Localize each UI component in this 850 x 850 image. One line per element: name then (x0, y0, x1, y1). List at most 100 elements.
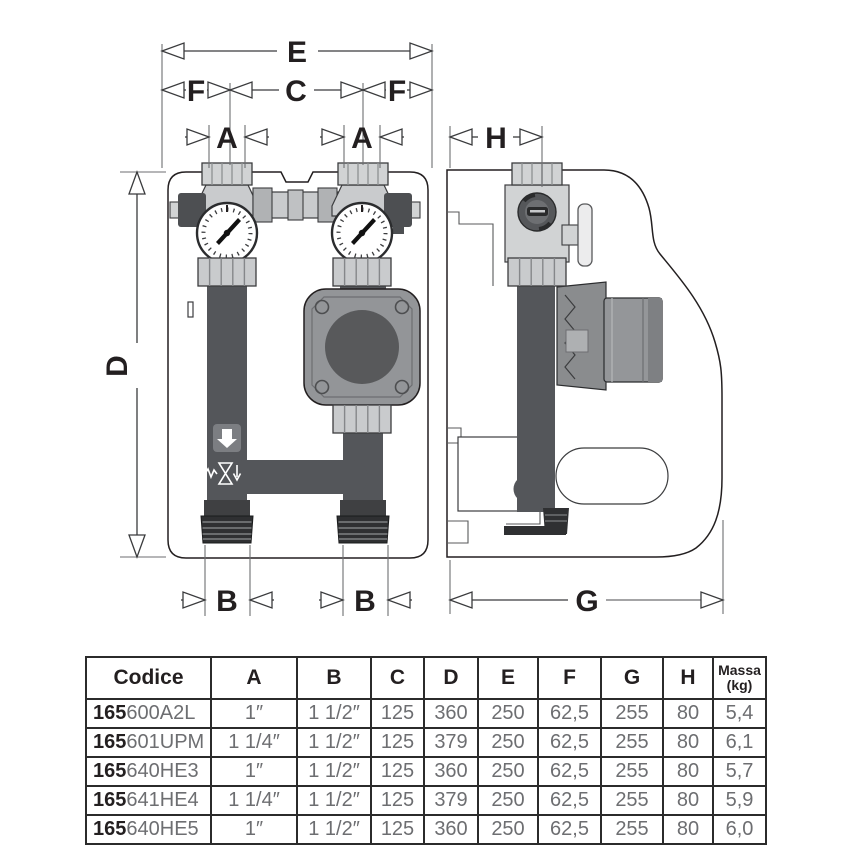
male-thread-right (336, 515, 390, 544)
dim-label-C: C (285, 75, 307, 108)
value-cell: 1 1/2″ (296, 698, 372, 729)
massa-line2: (kg) (726, 677, 753, 693)
dim-label-D: D (101, 355, 134, 377)
safety-valve-icon (204, 462, 242, 485)
value-cell: 5,9 (712, 785, 767, 816)
code-prefix: 165 (93, 702, 127, 724)
dim-label-A-right: A (351, 122, 373, 155)
bolt-hole (394, 379, 410, 395)
code-suffix: 640HE3 (126, 760, 199, 782)
col-header-f: F (537, 656, 602, 700)
value-cell: 250 (477, 785, 539, 816)
dim-label-E: E (287, 36, 307, 69)
side-view (446, 162, 723, 558)
dimension-D: D (101, 171, 146, 558)
dim-label-H: H (485, 122, 507, 155)
value-cell: 255 (600, 727, 664, 758)
valve-side (504, 162, 593, 287)
value-cell: 360 (423, 756, 479, 787)
value-cell: 255 (600, 785, 664, 816)
crossover-pipe (228, 460, 368, 494)
code-cell: 165640HE5 (85, 814, 212, 845)
code-suffix: 641HE4 (126, 789, 199, 811)
value-cell: 255 (600, 698, 664, 729)
value-cell: 1″ (210, 698, 298, 729)
flow-direction-down-arrow-icon (213, 424, 241, 452)
code-cell: 165640HE3 (85, 756, 212, 787)
code-prefix: 165 (93, 760, 127, 782)
value-cell: 125 (370, 698, 425, 729)
pump-face (325, 310, 399, 384)
header-row: Codice A B C D E F G H Massa (kg) (85, 656, 767, 700)
dimension-H: H (449, 122, 543, 155)
value-cell: 125 (370, 756, 425, 787)
union-nut-side (507, 257, 567, 287)
value-cell: 379 (423, 727, 479, 758)
front-view (167, 162, 429, 559)
value-cell: 250 (477, 698, 539, 729)
center-bridge-pipe (252, 187, 339, 223)
code-prefix: 165 (93, 789, 127, 811)
value-cell: 80 (662, 698, 714, 729)
value-cell: 125 (370, 727, 425, 758)
value-cell: 360 (423, 814, 479, 845)
value-cell: 1″ (210, 756, 298, 787)
col-header-e: E (477, 656, 539, 700)
value-cell: 6,1 (712, 727, 767, 758)
value-cell: 1″ (210, 814, 298, 845)
massa-line1: Massa (718, 662, 761, 679)
value-cell: 62,5 (537, 698, 602, 729)
valve-handle (577, 203, 593, 267)
value-cell: 5,4 (712, 698, 767, 729)
dim-label-B-left: B (216, 585, 238, 618)
valve-cap-left (178, 193, 206, 227)
code-cell: 165601UPM (85, 727, 212, 758)
dim-label-B-right: B (354, 585, 376, 618)
pump-front (303, 288, 421, 434)
value-cell: 80 (662, 785, 714, 816)
value-cell: 80 (662, 814, 714, 845)
col-header-b: B (296, 656, 372, 700)
bolt-hole (314, 299, 330, 315)
code-suffix: 640HE5 (126, 818, 199, 840)
dimension-A: A A (185, 122, 404, 155)
col-header-d: D (423, 656, 479, 700)
col-header-g: G (600, 656, 664, 700)
value-cell: 1 1/2″ (296, 727, 372, 758)
bolt-hole (394, 299, 410, 315)
union-nut-left (197, 257, 257, 287)
col-header-a: A (210, 656, 298, 700)
value-cell: 80 (662, 756, 714, 787)
value-cell: 255 (600, 756, 664, 787)
dimensions: E F C F A A (101, 36, 724, 618)
value-cell: 360 (423, 698, 479, 729)
dim-label-G: G (575, 585, 598, 618)
value-cell: 6,0 (712, 814, 767, 845)
temperature-gauge-right (330, 201, 394, 265)
shell-handle-recess (555, 447, 669, 505)
value-cell: 379 (423, 785, 479, 816)
dimension-E: E (161, 36, 433, 69)
pump-motor-side (556, 281, 663, 391)
value-cell: 62,5 (537, 727, 602, 758)
value-cell: 125 (370, 814, 425, 845)
dim-label-F-left: F (187, 75, 205, 108)
value-cell: 62,5 (537, 756, 602, 787)
value-cell: 1 1/4″ (210, 785, 298, 816)
piping-front (200, 282, 390, 544)
pump-union-nut (332, 404, 392, 434)
value-cell: 125 (370, 785, 425, 816)
dimension-G: G (449, 585, 724, 618)
dimension-FCF: F C F (161, 75, 433, 108)
dim-label-F-right: F (388, 75, 406, 108)
col-header-h: H (662, 656, 714, 700)
value-cell: 1 1/2″ (296, 785, 372, 816)
code-suffix: 600A2L (126, 702, 196, 724)
dimension-B: B B (181, 585, 412, 618)
value-cell: 1 1/4″ (210, 727, 298, 758)
col-header-c: C (370, 656, 425, 700)
